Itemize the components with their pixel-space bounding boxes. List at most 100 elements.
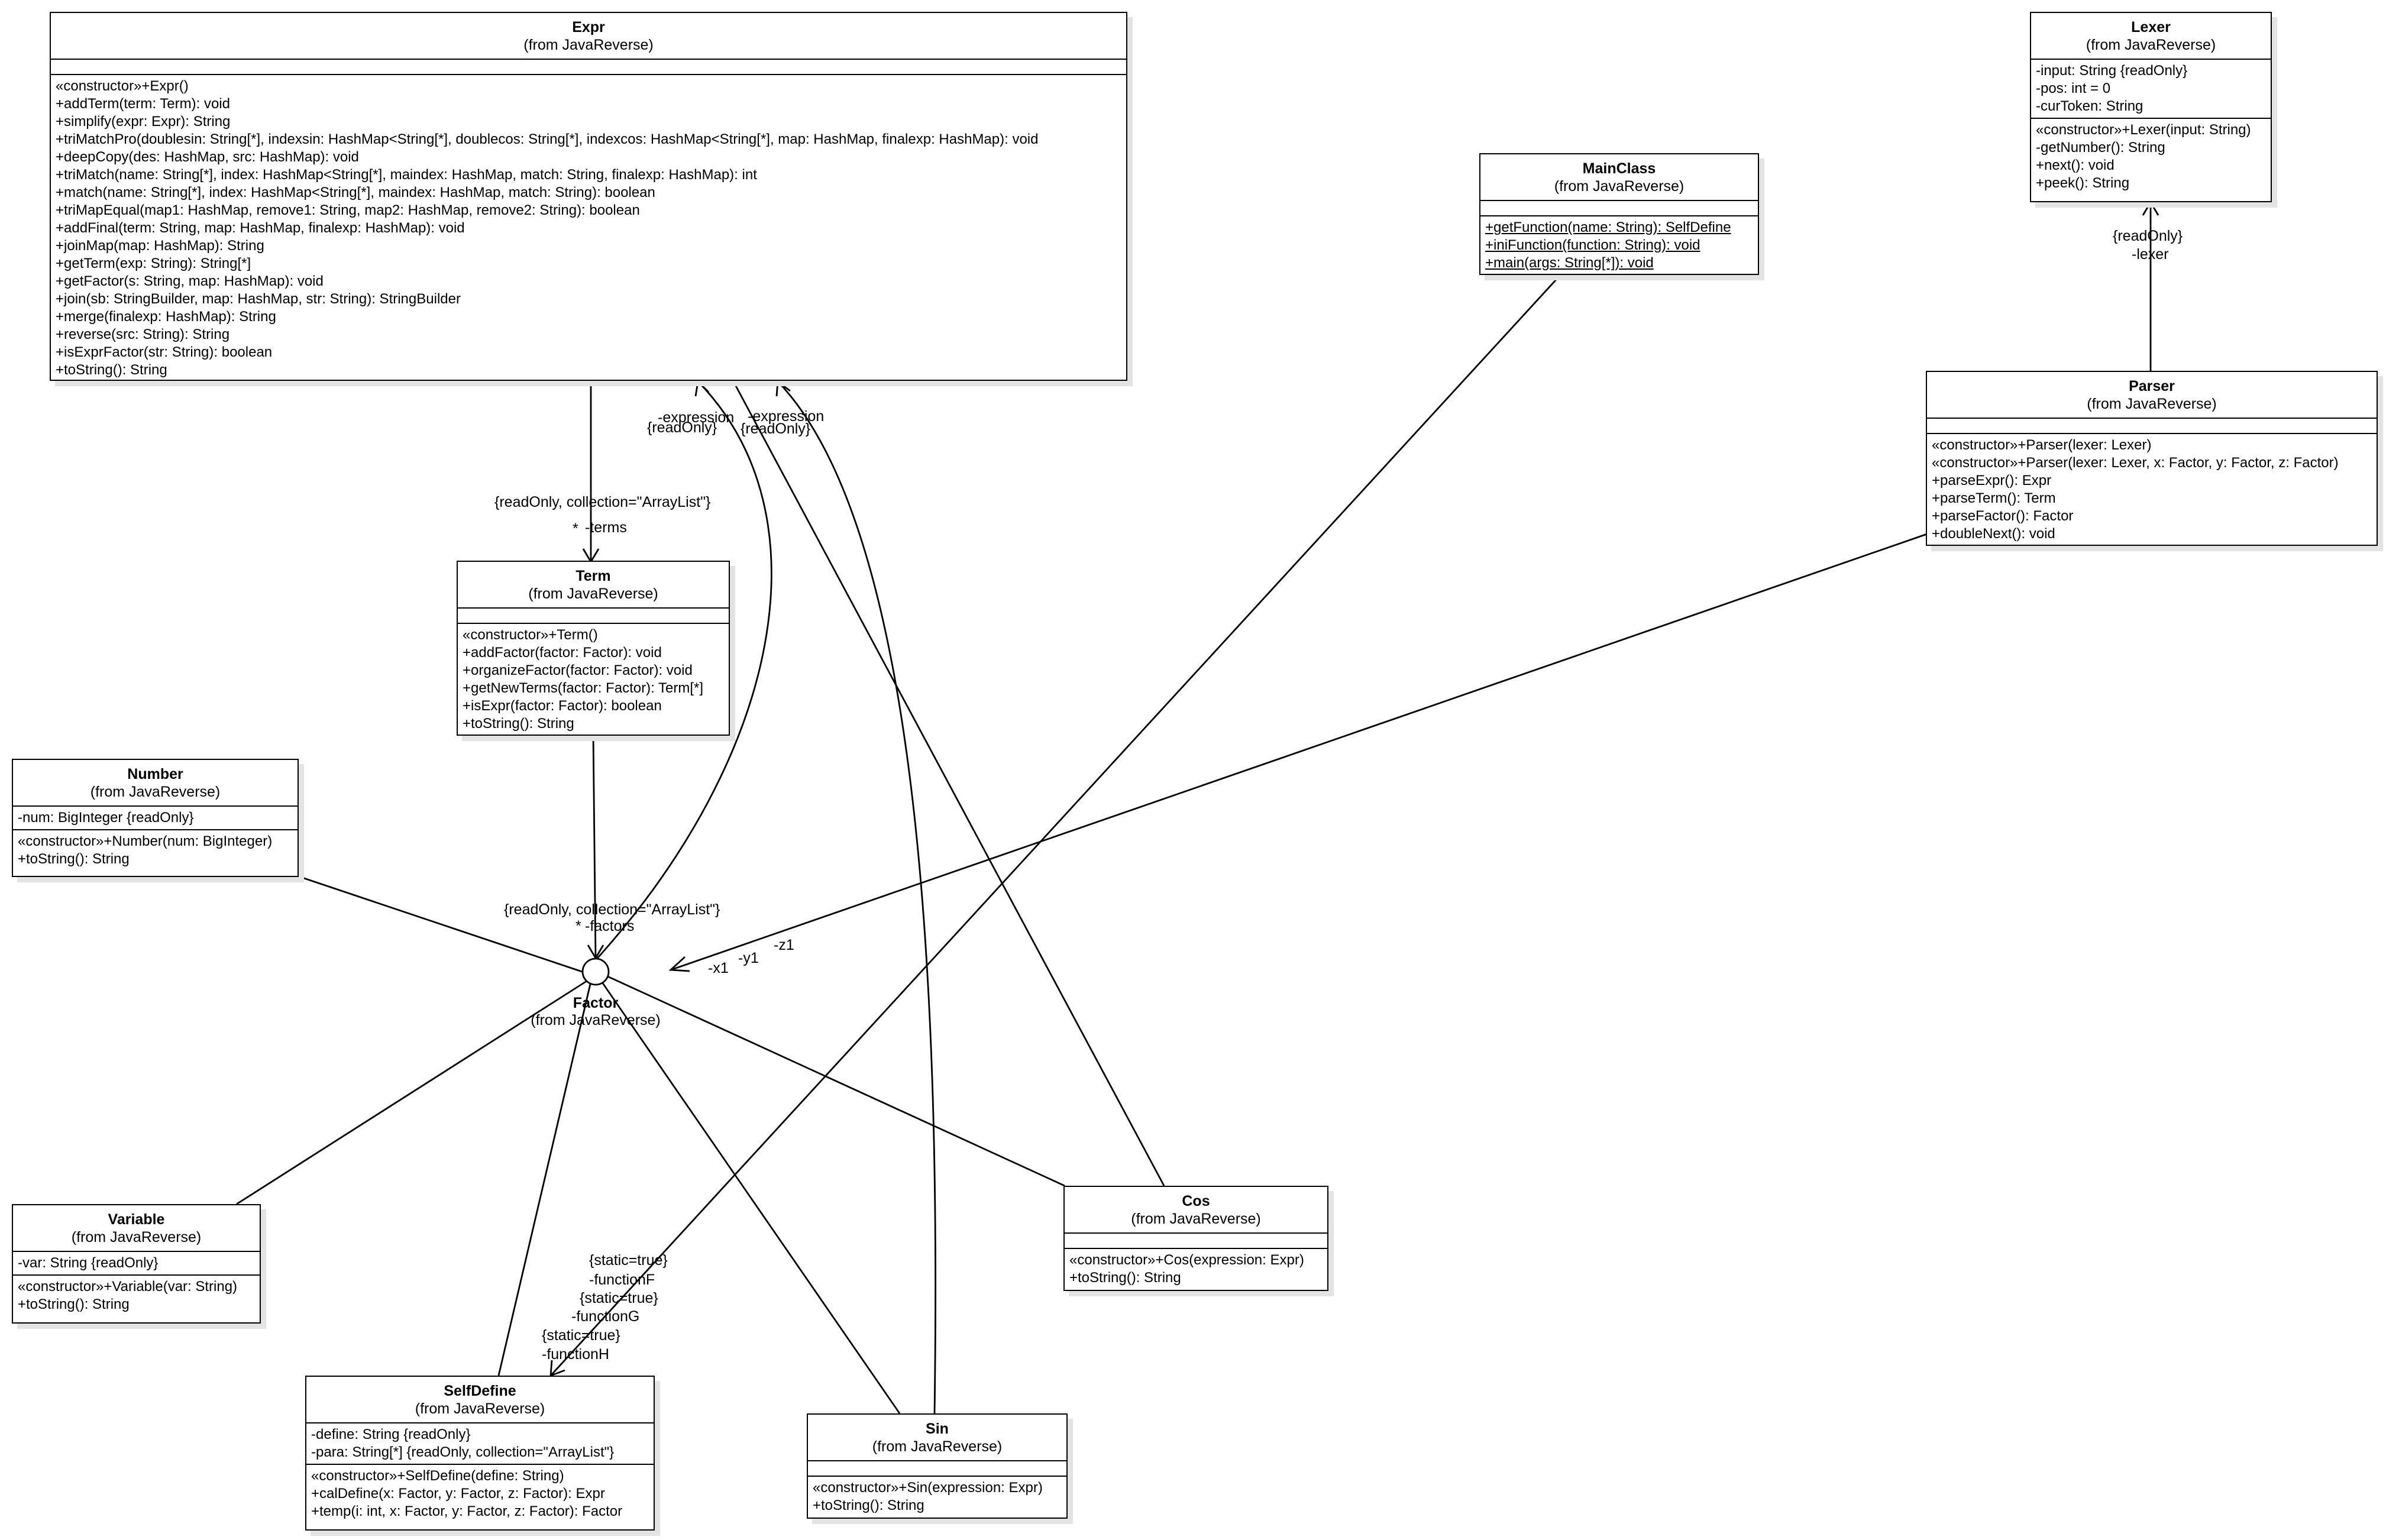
operation: +parseFactor(): Factor <box>1932 508 2074 524</box>
attribute: -var: String {readOnly} <box>18 1255 159 1271</box>
class-term[interactable]: Term (from JavaReverse) «constructor»+Te… <box>457 561 730 736</box>
factor-interface-circle <box>581 957 610 986</box>
class-package: (from JavaReverse) <box>2086 37 2216 53</box>
operation: +organizeFactor(factor: Factor): void <box>463 662 693 678</box>
factors-role-label: -factors <box>585 918 634 934</box>
operation: «constructor»+Parser(lexer: Lexer) <box>1932 437 2152 453</box>
class-variable-header: Variable (from JavaReverse) <box>13 1205 260 1252</box>
factors-constraint-label: {readOnly, collection="ArrayList"} <box>504 901 720 918</box>
operation: +getTerm(exp: String): String[*] <box>56 255 251 271</box>
operation: «constructor»+Parser(lexer: Lexer, x: Fa… <box>1932 455 2339 471</box>
class-expr[interactable]: Expr (from JavaReverse) «constructor»+Ex… <box>50 12 1127 381</box>
attributes-compartment: -num: BigInteger {readOnly} <box>13 807 298 830</box>
operation: +toString(): String <box>18 851 130 867</box>
operations-compartment: «constructor»+Cos(expression: Expr) +toS… <box>1065 1249 1327 1289</box>
y1-role-label: -y1 <box>738 950 759 966</box>
x1-role-label: -x1 <box>708 960 729 976</box>
arrowhead-lexer <box>2142 200 2159 216</box>
class-parser-header: Parser (from JavaReverse) <box>1927 372 2377 419</box>
operation: +addFinal(term: String, map: HashMap, fi… <box>56 220 465 236</box>
class-package: (from JavaReverse) <box>71 1229 202 1245</box>
operation: +toString(): String <box>1069 1270 1181 1286</box>
operation: «constructor»+Variable(var: String) <box>18 1279 238 1295</box>
operation: +doubleNext(): void <box>1932 526 2055 542</box>
operation: +merge(finalexp: HashMap): String <box>56 309 276 325</box>
attributes-compartment <box>808 1461 1066 1477</box>
operation: +getNewTerms(factor: Factor): Term[*] <box>463 680 703 696</box>
attributes-compartment <box>1480 201 1758 216</box>
operations-compartment: «constructor»+Expr() +addTerm(term: Term… <box>51 75 1126 381</box>
operation: «constructor»+Sin(expression: Expr) <box>813 1480 1043 1496</box>
edge-parser-factor <box>670 533 1928 971</box>
operation: «constructor»+Term() <box>463 627 598 643</box>
class-selfdefine[interactable]: SelfDefine (from JavaReverse) -define: S… <box>305 1376 655 1531</box>
edge-cos-expr <box>732 381 1165 1186</box>
operation: +triMatchPro(doublesin: String[*], index… <box>56 131 1039 147</box>
sin-expression-role: -expression <box>748 408 824 425</box>
class-number[interactable]: Number (from JavaReverse) -num: BigInteg… <box>12 759 299 877</box>
operations-compartment: «constructor»+Variable(var: String) +toS… <box>13 1276 260 1316</box>
factor-interface-package: (from JavaReverse) <box>531 1012 661 1028</box>
class-sin-header: Sin (from JavaReverse) <box>808 1415 1066 1461</box>
class-lexer-header: Lexer (from JavaReverse) <box>2031 13 2271 60</box>
cos-expression-constraint: {readOnly} <box>647 419 717 436</box>
class-package: (from JavaReverse) <box>1554 178 1685 195</box>
operation: +joinMap(map: HashMap): String <box>56 238 264 254</box>
class-lexer[interactable]: Lexer (from JavaReverse) -input: String … <box>2030 12 2272 202</box>
arrowhead-sin-expr <box>775 380 791 397</box>
operation: +triMatch(name: String[*], index: HashMa… <box>56 167 757 183</box>
operation: +deepCopy(des: HashMap, src: HashMap): v… <box>56 149 359 165</box>
operation: +toString(): String <box>56 362 167 378</box>
class-name: Lexer <box>2131 19 2171 35</box>
operation: +match(name: String[*], index: HashMap<S… <box>56 185 655 200</box>
operation: «constructor»+Cos(expression: Expr) <box>1069 1252 1304 1268</box>
class-package: (from JavaReverse) <box>872 1438 1003 1455</box>
attributes-compartment <box>458 609 729 624</box>
operation: +peek(): String <box>2036 175 2130 191</box>
edge-number-factor <box>298 875 586 974</box>
class-name: Sin <box>926 1421 949 1437</box>
attributes-compartment: -define: String {readOnly} -para: String… <box>306 1423 654 1465</box>
class-name: Parser <box>2129 378 2175 394</box>
attribute: -define: String {readOnly} <box>311 1426 471 1442</box>
class-mainclass[interactable]: MainClass (from JavaReverse) +getFunctio… <box>1479 153 1759 275</box>
operation: «constructor»+SelfDefine(define: String) <box>311 1468 564 1484</box>
operation: +isExprFactor(str: String): boolean <box>56 344 273 360</box>
operations-compartment: +getFunction(name: String): SelfDefine +… <box>1480 216 1758 274</box>
class-name: Term <box>576 568 611 584</box>
operation: +join(sb: StringBuilder, map: HashMap, s… <box>56 291 461 307</box>
operation: +getFunction(name: String): SelfDefine <box>1485 219 1731 235</box>
attribute: -curToken: String <box>2036 98 2143 114</box>
class-cos-header: Cos (from JavaReverse) <box>1065 1187 1327 1234</box>
class-variable[interactable]: Variable (from JavaReverse) -var: String… <box>12 1204 261 1324</box>
z1-role-label: -z1 <box>774 937 794 953</box>
arrowhead-factor-expr <box>694 380 709 397</box>
functionH-constraint: {static=true} <box>542 1327 620 1344</box>
operation: +parseTerm(): Term <box>1932 490 2056 506</box>
edge-sin-expr <box>777 381 937 1414</box>
class-cos[interactable]: Cos (from JavaReverse) «constructor»+Cos… <box>1063 1186 1328 1291</box>
class-selfdefine-header: SelfDefine (from JavaReverse) <box>306 1377 654 1423</box>
operation: +toString(): String <box>463 716 574 732</box>
edge-sin-factor <box>601 982 901 1414</box>
class-number-header: Number (from JavaReverse) <box>13 760 298 807</box>
class-name: SelfDefine <box>444 1383 516 1399</box>
operation: +main(args: String[*]): void <box>1485 255 1654 271</box>
functionG-constraint: {static=true} <box>580 1290 658 1306</box>
functionF-constraint: {static=true} <box>589 1252 668 1269</box>
attribute: -num: BigInteger {readOnly} <box>18 810 194 826</box>
factors-multiplicity: * <box>576 918 581 934</box>
arrowhead-terms <box>582 548 600 564</box>
operation: +addFactor(factor: Factor): void <box>463 645 662 661</box>
class-sin[interactable]: Sin (from JavaReverse) «constructor»+Sin… <box>807 1413 1068 1519</box>
operation: «constructor»+Number(num: BigInteger) <box>18 833 273 849</box>
operation: +iniFunction(function: String): void <box>1485 237 1700 253</box>
class-parser[interactable]: Parser (from JavaReverse) «constructor»+… <box>1926 371 2378 546</box>
edge-cos-factor <box>606 975 1065 1187</box>
operation: +parseExpr(): Expr <box>1932 473 2052 488</box>
operations-compartment: «constructor»+Parser(lexer: Lexer) «cons… <box>1927 434 2377 545</box>
operation: «constructor»+Expr() <box>56 78 189 94</box>
class-name: Number <box>127 766 183 782</box>
lexer-constraint-label: {readOnly} <box>2113 228 2183 244</box>
